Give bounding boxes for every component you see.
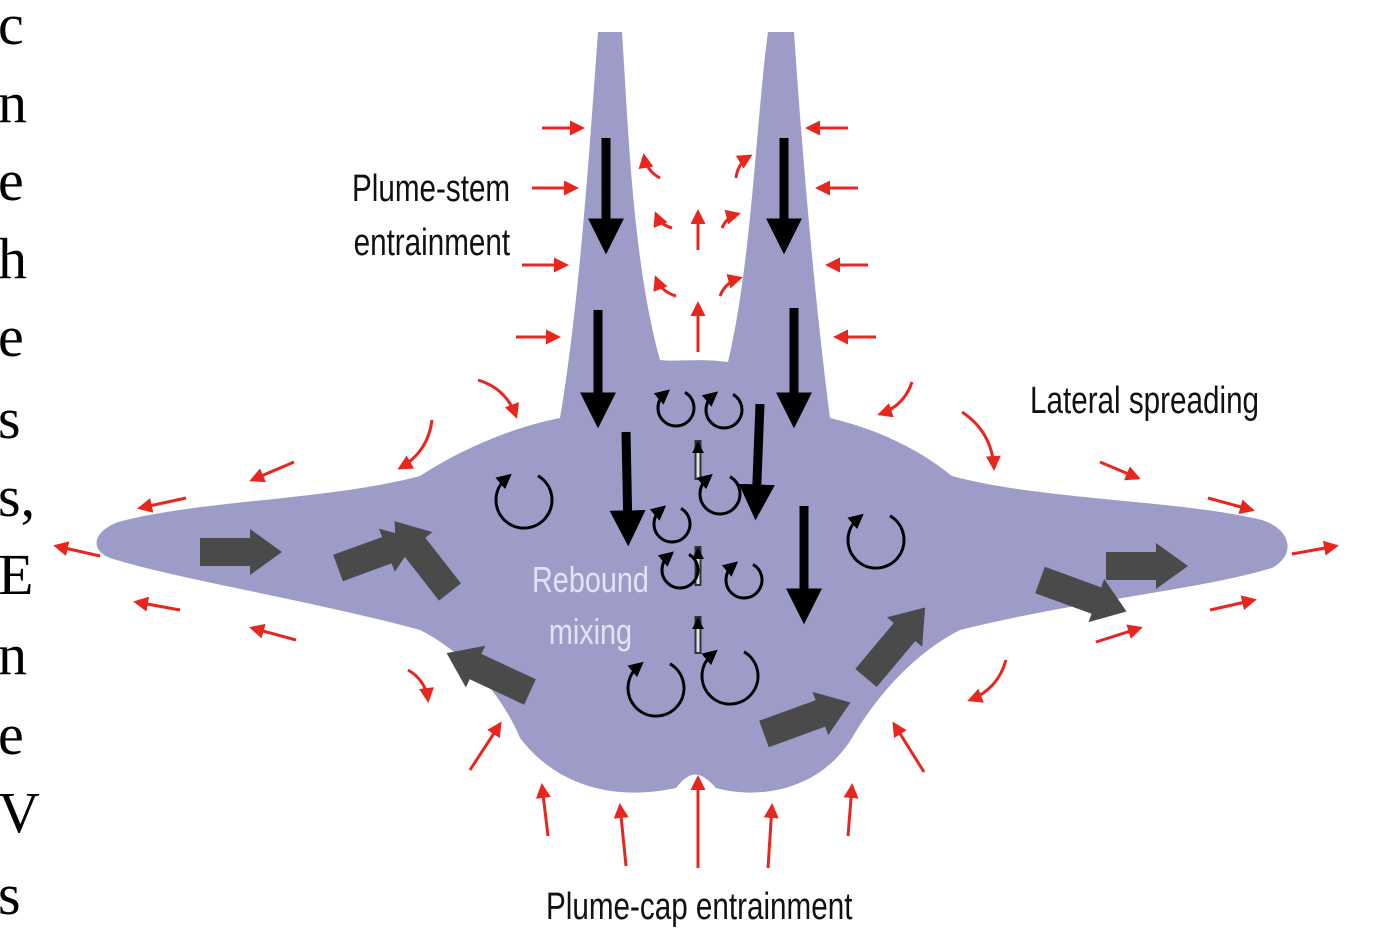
entrainment-arrow [644,156,660,178]
entrainment-arrow [970,660,1006,700]
entrainment-arrow [252,462,294,480]
entrainment-arrow [1210,600,1254,610]
entrainment-arrow [962,412,994,468]
entrainment-arrow [1100,462,1138,478]
descent-arrow [756,404,760,506]
entrainment-arrow [720,278,740,296]
entrainment-arrow [848,786,852,836]
entrainment-arrow [736,156,750,178]
entrainment-arrow [478,380,516,416]
entrainment-arrow [400,420,432,468]
entrainment-arrow [1292,546,1336,554]
entrainment-arrow [470,724,500,770]
entrainment-arrow [136,602,180,610]
entrainment-arrow [140,498,186,508]
lateral-spreading-label: Lateral spreading [1030,380,1259,423]
rebound-mixing-label: Rebound mixing [532,554,649,658]
entrainment-arrow [620,806,626,866]
plume-cap-entrainment-label: Plume-cap entrainment [546,886,852,929]
label-line: Rebound [532,554,649,606]
entrainment-arrow [252,628,296,640]
entrainment-arrow [656,278,676,296]
entrainment-arrow [542,786,548,836]
entrainment-arrow [1096,628,1140,642]
entrainment-arrow [656,214,672,228]
entrainment-arrow [56,546,100,556]
label-line: Plume-stem [352,162,510,216]
label-line: mixing [532,606,649,658]
entrainment-arrow [408,670,428,700]
entrainment-arrow [894,724,924,772]
entrainment-arrow [1208,498,1252,510]
descent-arrow [626,432,628,532]
entrainment-arrow [880,382,912,414]
plume-stem-entrainment-label: Plume-stem entrainment [352,162,510,270]
entrainment-arrow [768,806,772,868]
entrainment-arrow [722,214,738,228]
label-line: entrainment [352,216,510,270]
